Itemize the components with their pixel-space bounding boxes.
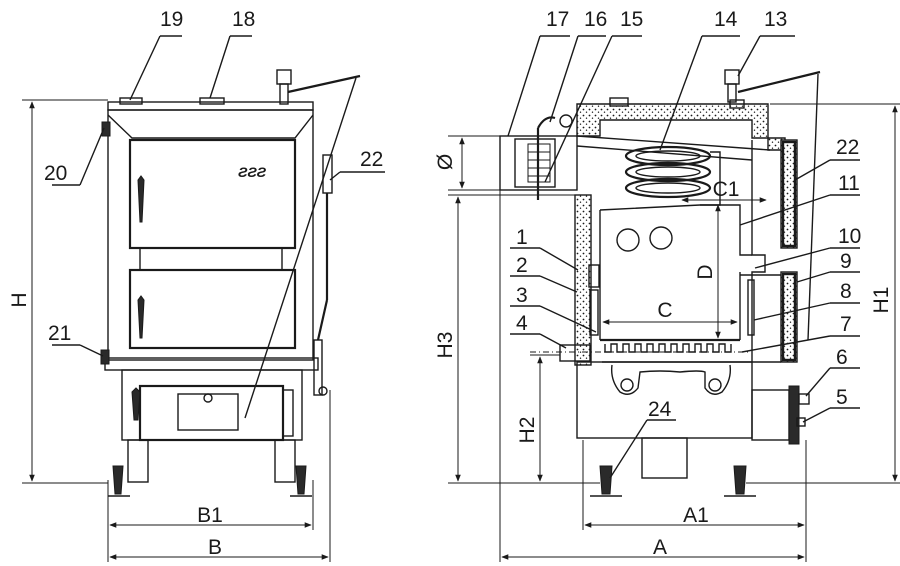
regulator-chain-section <box>807 73 819 341</box>
heat-exchanger-coil <box>624 145 712 199</box>
center-block <box>641 437 688 479</box>
section-callout-labels: 17 16 15 14 13 22 11 10 9 8 7 6 5 24 1 2… <box>516 8 861 421</box>
callout-19: 19 <box>160 8 183 31</box>
dim-b1: B1 <box>197 504 223 527</box>
front-leg-right <box>274 439 296 483</box>
callout-8: 8 <box>840 280 852 303</box>
right-upper-insulation <box>780 139 798 249</box>
lower-door <box>128 268 297 350</box>
upper-door-handle <box>137 175 145 223</box>
callout-2: 2 <box>516 254 528 277</box>
ash-door-knob <box>203 393 213 403</box>
dimension-labels: H B1 B Ø C1 D C H3 H2 H1 A1 A <box>8 154 893 559</box>
damper-knob <box>559 114 573 128</box>
side-nozzle-21 <box>100 349 110 365</box>
callout-21: 21 <box>48 322 71 345</box>
section-dimensions <box>448 103 900 562</box>
callout-4: 4 <box>516 312 528 335</box>
dim-h2: H2 <box>516 417 539 444</box>
dim-b: B <box>208 536 222 559</box>
dim-a1: A1 <box>683 504 709 527</box>
callout-11: 11 <box>838 172 860 195</box>
regulator-lever <box>287 74 361 94</box>
side-nozzle-20 <box>101 121 111 137</box>
front-foot-right <box>295 465 307 495</box>
front-view: ƧƧƧ <box>100 69 361 497</box>
callout-14: 14 <box>714 8 738 31</box>
chamber-top <box>599 204 752 256</box>
callout-5: 5 <box>836 386 848 409</box>
fan-flange <box>788 385 800 445</box>
dim-a: A <box>653 536 667 559</box>
section-leaders <box>507 35 860 479</box>
lower-door-handle <box>137 295 145 339</box>
callout-1: 1 <box>516 226 528 249</box>
front-hood <box>107 114 314 139</box>
dim-diameter: Ø <box>434 154 457 170</box>
callout-20: 20 <box>44 162 67 185</box>
right-lower-insulation <box>780 271 798 363</box>
front-body <box>107 109 314 361</box>
dim-h1: H1 <box>870 287 893 314</box>
callout-17: 17 <box>546 8 569 31</box>
dim-c1: C1 <box>713 178 740 201</box>
fan-knob-6 <box>798 393 810 405</box>
front-leaders <box>52 35 385 357</box>
upper-door <box>128 138 297 250</box>
dim-h3: H3 <box>434 332 457 359</box>
callout-7: 7 <box>840 313 852 336</box>
front-leg-left <box>127 439 149 483</box>
regulator-chain <box>244 77 357 419</box>
chamber-port-2 <box>649 226 673 250</box>
front-callout-labels: 19 18 20 21 22 <box>44 8 383 345</box>
callout-22-front: 22 <box>360 148 383 171</box>
ash-door-hinge <box>282 389 294 437</box>
top-outlet-cap <box>199 97 225 105</box>
flue-damper <box>514 138 556 188</box>
section-view <box>499 69 821 497</box>
callout-15: 15 <box>620 8 643 31</box>
sight-rod <box>747 279 755 336</box>
callout-18: 18 <box>232 8 255 31</box>
front-dimensions <box>22 99 331 562</box>
callout-9: 9 <box>840 250 852 273</box>
ash-pan <box>610 364 732 395</box>
ash-door-flap <box>177 393 239 431</box>
front-foot-left <box>112 465 124 495</box>
left-wall-insulation <box>574 194 592 366</box>
section-foot-left <box>599 465 613 495</box>
top-insulation <box>576 103 786 151</box>
door-logo: ƧƧƧ <box>238 164 267 180</box>
callout-24: 24 <box>648 398 672 421</box>
callout-6: 6 <box>836 346 848 369</box>
return-inlet <box>559 344 591 362</box>
section-foot-right <box>733 465 747 495</box>
callout-13: 13 <box>764 8 787 31</box>
regulator-13 <box>724 69 740 85</box>
grate <box>604 343 732 353</box>
middle-panel <box>139 247 283 271</box>
dim-c: C <box>657 299 672 322</box>
callout-16: 16 <box>584 8 607 31</box>
fan-housing <box>751 389 790 441</box>
chamber-port-1 <box>616 228 640 252</box>
top-cover <box>107 101 314 111</box>
callout-22-section: 22 <box>836 136 859 159</box>
dim-h: H <box>8 292 31 307</box>
callout-10: 10 <box>838 225 861 248</box>
ash-door-handle <box>131 387 141 421</box>
callout-3: 3 <box>516 284 528 307</box>
regulator-top <box>276 69 292 85</box>
dim-d: D <box>694 264 717 279</box>
